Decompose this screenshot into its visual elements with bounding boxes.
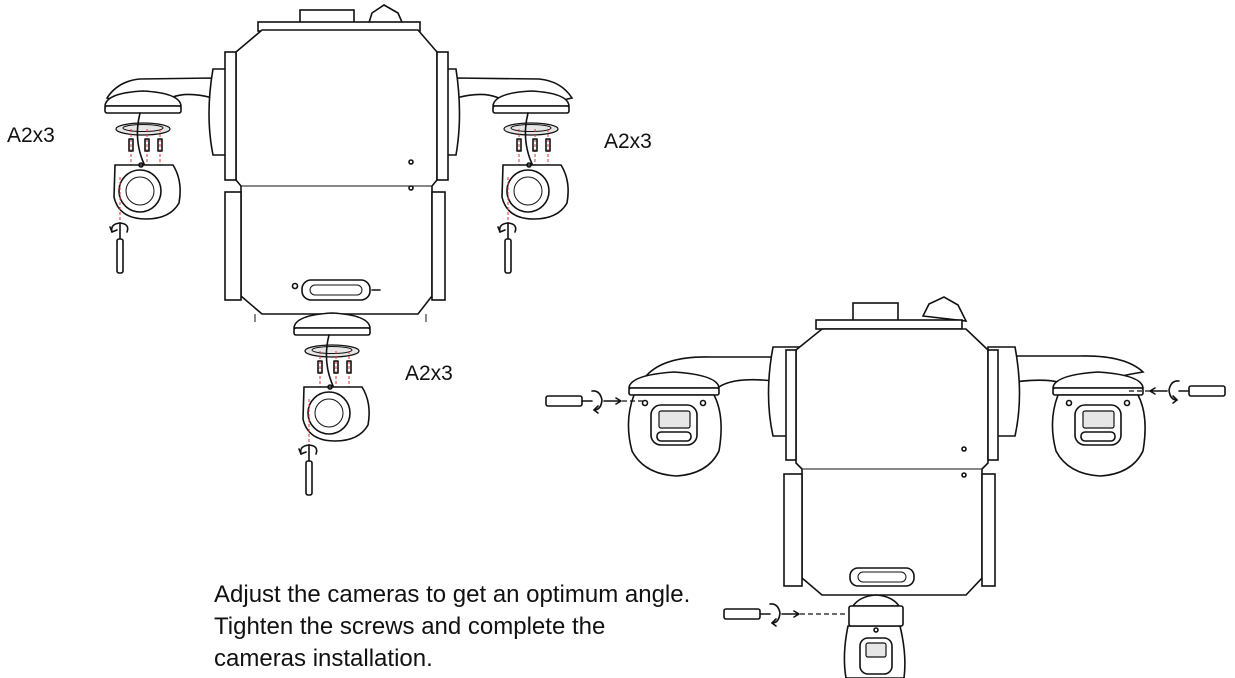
camera-bottom-mounted	[843, 594, 906, 678]
instruction-line: Tighten the screws and complete the	[214, 613, 606, 640]
camera-left-exploded	[104, 90, 182, 274]
instruction-line: Adjust the cameras to get an optimum ang…	[214, 581, 691, 608]
camera-right-exploded	[492, 90, 570, 274]
camera-bottom-exploded	[293, 312, 371, 496]
screwdriver-left	[545, 390, 646, 414]
instruction-line: cameras installation.	[214, 645, 433, 672]
screw-spec-right: A2x3	[604, 130, 652, 153]
instruction-text: Adjust the cameras to get an optimum ang…	[214, 579, 834, 675]
camera-left-mounted	[627, 371, 722, 477]
screwdriver-right	[1126, 380, 1226, 404]
screw-spec-left: A2x3	[7, 124, 55, 147]
camera-right-mounted	[1051, 371, 1146, 477]
screw-spec-bottom: A2x3	[405, 362, 453, 385]
screwdriver-bottom	[723, 603, 848, 627]
enclosure-assembled-view	[645, 296, 1145, 596]
